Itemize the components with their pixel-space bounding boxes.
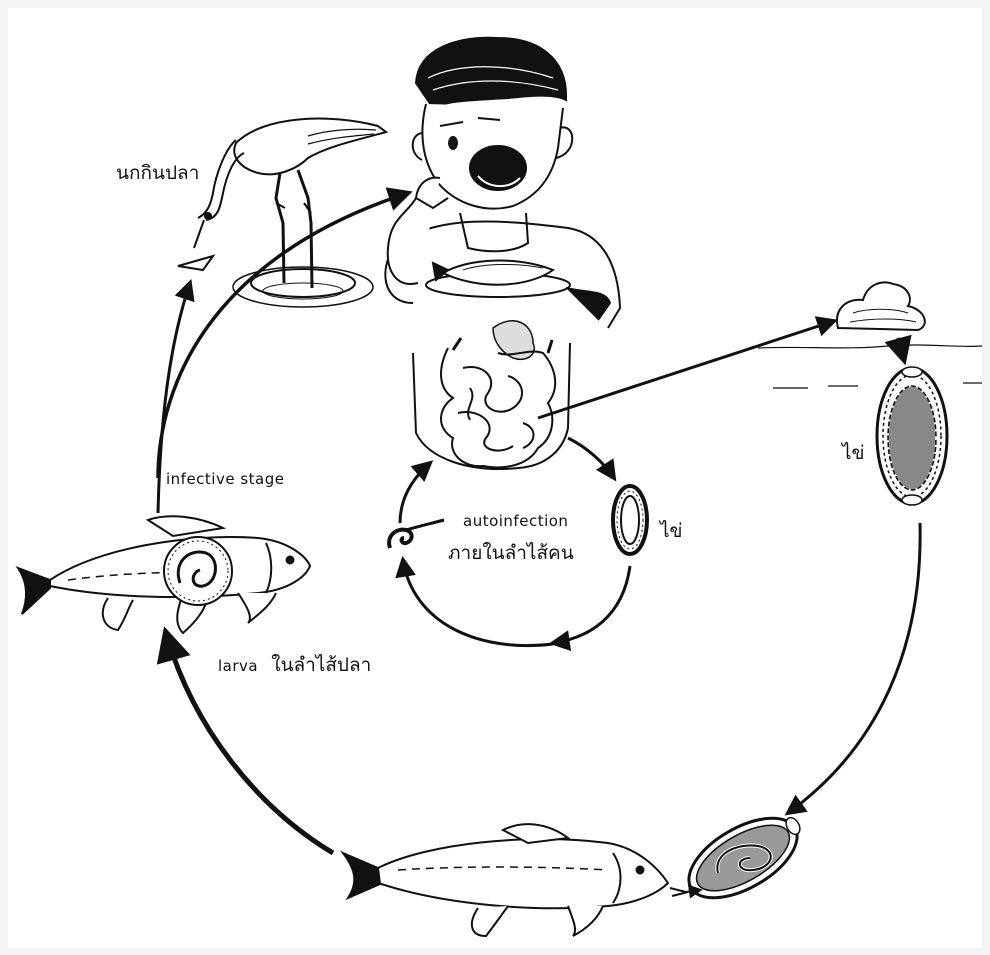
larva-suffix: ในลำไส้ปลา (271, 654, 371, 676)
arrow-auto-2 (553, 566, 630, 643)
bird-label: นกกินปลา (116, 158, 199, 188)
fish-bottom-drawing (343, 824, 688, 936)
arrow-egg-to-water-egg (788, 523, 920, 813)
diagram-canvas: นกกินปลา infective stage larva ในลำไส้ปล… (8, 8, 982, 948)
arrow-auto-3 (403, 560, 553, 646)
arrow-auto-1 (568, 438, 614, 478)
autoinfection-label: autoinfection (463, 512, 568, 530)
arrow-intestine-to-feces (538, 321, 834, 418)
hatching-egg-drawing (676, 802, 810, 914)
fish-with-larva-drawing (18, 516, 310, 633)
large-egg-label: ไข่ (842, 438, 865, 468)
arrow-auto-4 (400, 463, 430, 523)
large-egg-drawing (877, 367, 947, 505)
larva-label: larva ในลำไส้ปลา (218, 650, 371, 680)
arrow-feces-to-egg (898, 338, 904, 360)
larva-prefix: larva (218, 657, 258, 675)
boy-drawing (385, 38, 620, 469)
small-egg-drawing (613, 486, 647, 554)
larva-worm-drawing (389, 520, 444, 548)
life-cycle-diagram (8, 8, 982, 948)
autoinfection-thai-label: ภายในลำไส้คน (448, 538, 574, 568)
infective-stage-label: infective stage (166, 470, 285, 488)
small-egg-label: ไข่ (660, 516, 683, 546)
